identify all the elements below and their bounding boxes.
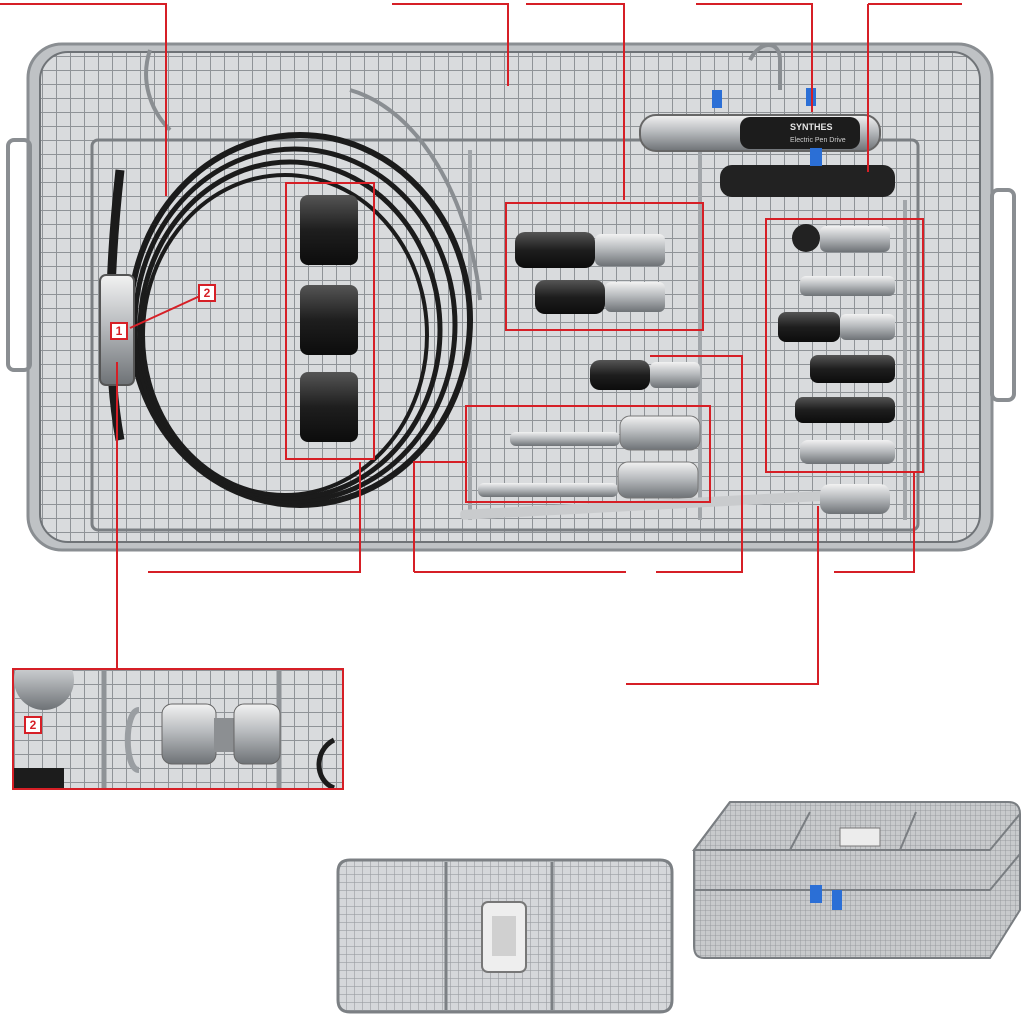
- inset-callout-badge-2: 2: [24, 716, 42, 734]
- callout-boxes: [285, 182, 924, 503]
- power-cable-coil: [99, 132, 473, 508]
- callout-badge-2: 2: [198, 284, 216, 302]
- handpiece-brand: SYNTHES: [790, 122, 833, 132]
- handpiece-product: Electric Pen Drive: [790, 137, 846, 144]
- closed-basket-illustration: [692, 801, 1021, 959]
- wire-hooks: [144, 43, 782, 301]
- attachments-center-bottom: [478, 415, 701, 499]
- callout-badge-1: 1: [110, 322, 128, 340]
- callout-leader-lines: [0, 3, 962, 685]
- attachments-center-top: [515, 232, 665, 314]
- cylinder-stack: [300, 195, 358, 442]
- electric-pen-drive: [639, 88, 895, 197]
- attachments-right-column: [778, 224, 895, 464]
- angled-attachment: [590, 360, 700, 390]
- long-rod-attachment: [460, 484, 890, 520]
- detail-inset: [12, 668, 344, 790]
- inset-illustration: [14, 670, 342, 788]
- basket-lid-illustration: [336, 858, 674, 1014]
